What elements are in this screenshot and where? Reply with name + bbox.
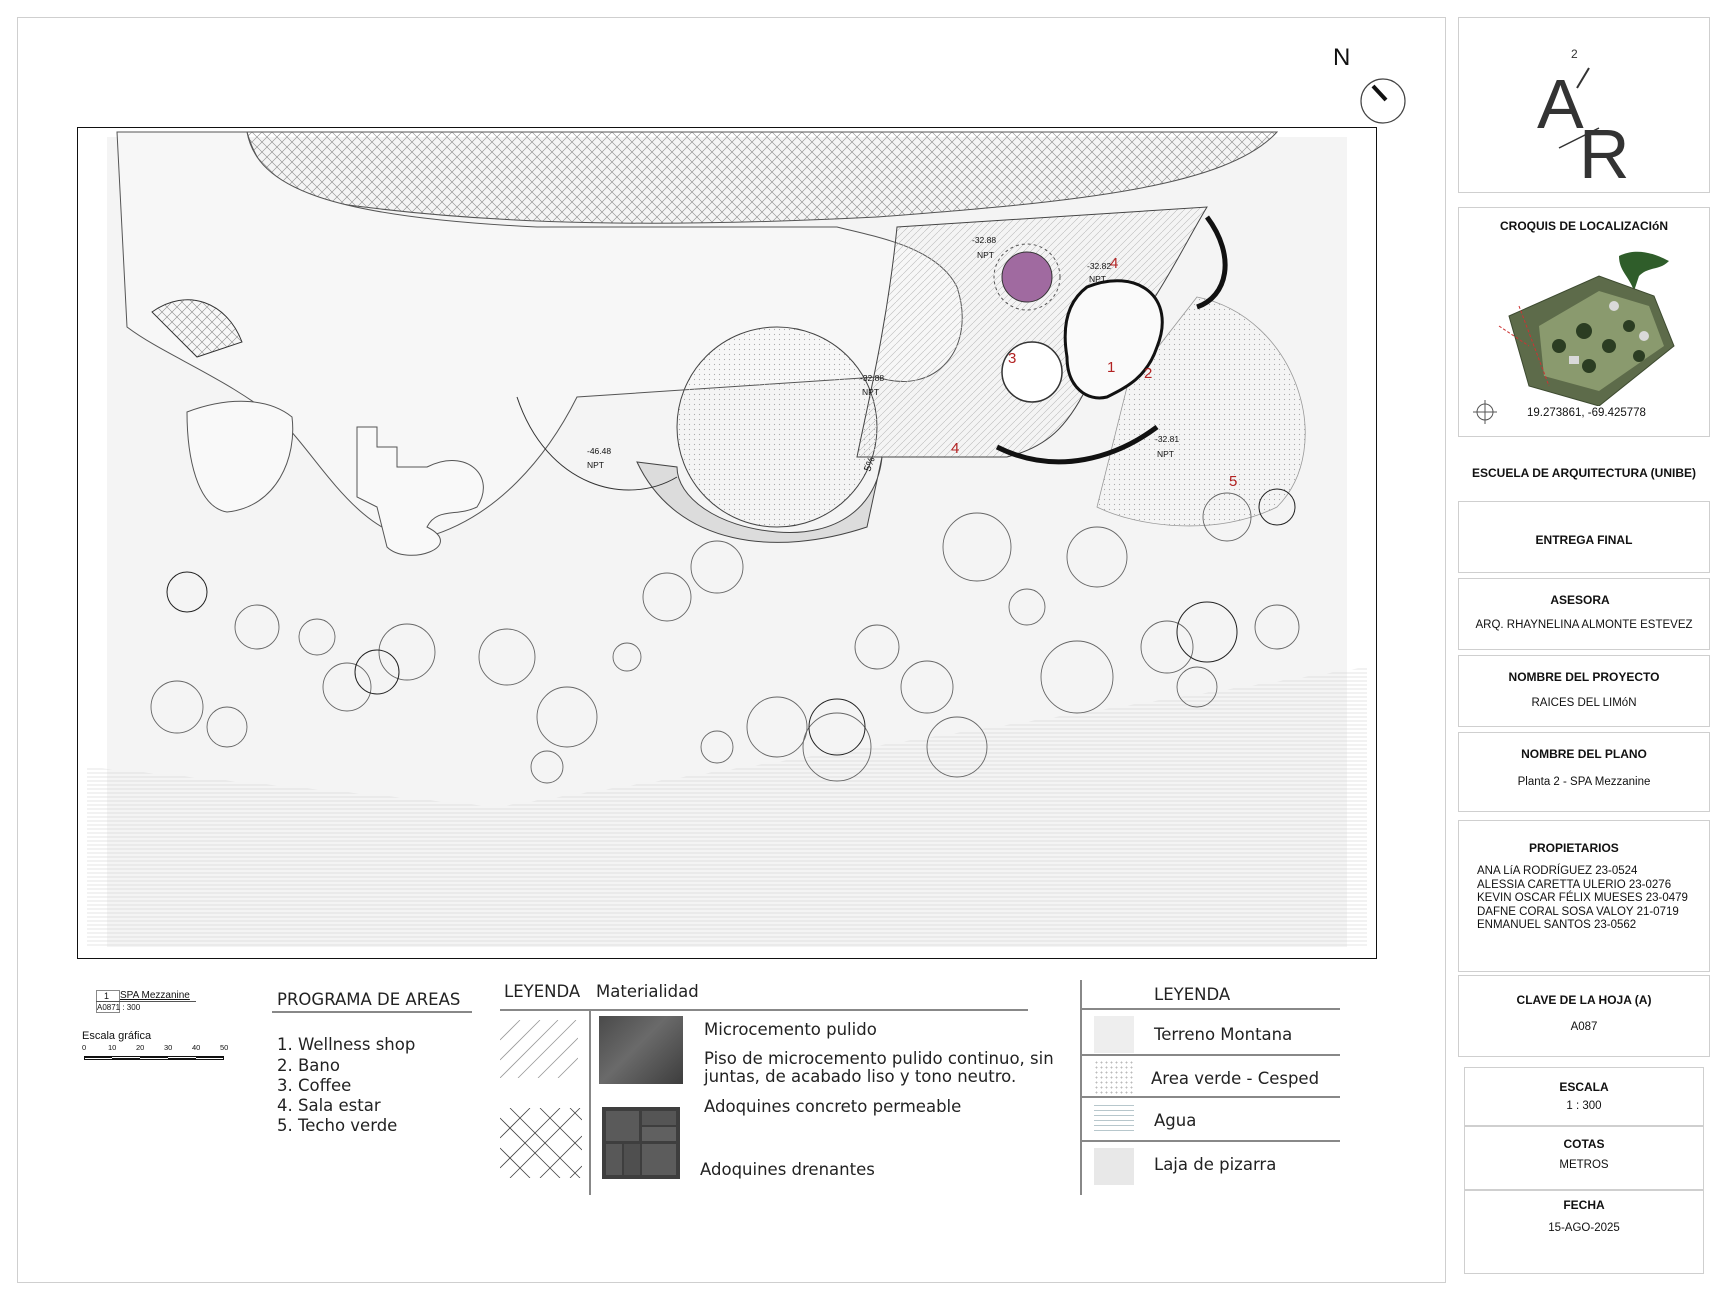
project-label: NOMBRE DEL PROYECTO [1508, 670, 1660, 684]
list-item: 1. Wellness shop [277, 1035, 416, 1054]
slope-label: 5% [862, 456, 877, 473]
legend-item: Agua [1154, 1111, 1197, 1130]
dimensions-value: METROS [1559, 1159, 1609, 1171]
scale-bar-title: Escala gráfica [82, 1030, 152, 1042]
terrain-legend-title: LEYENDA [1154, 985, 1231, 1004]
level-label: -32.88 [860, 373, 884, 383]
sheet-key-box: CLAVE DE LA HOJA (A) A087 [1458, 975, 1710, 1057]
material-legend-subtitle: Materialidad [596, 982, 699, 1001]
owners-label: PROPIETARIOS [1529, 841, 1619, 855]
owner-name: KEVIN OSCAR FÉLIX MUESES 23-0479 [1477, 892, 1688, 904]
area-number: 3 [1008, 350, 1016, 367]
level-label: -32.88 [972, 235, 996, 245]
site-plan: -32.88 NPT -32.82 NPT -32.88 NPT -46.48 … [76, 126, 1378, 960]
paver-swatch [602, 1107, 680, 1179]
area-number: 1 [1107, 359, 1115, 376]
programa-title: PROGRAMA DE AREAS [277, 990, 461, 1009]
terrain-swatch [1094, 1016, 1134, 1053]
material-2-desc: Adoquines drenantes [700, 1160, 875, 1179]
sheet-ref-number: 1 [104, 991, 110, 1001]
advisor-label: ASESORA [1550, 593, 1610, 607]
north-label: N [1333, 44, 1351, 71]
project-name: RAICES DEL LIMóN [1531, 697, 1637, 709]
material-2-title: Adoquines concreto permeable [704, 1097, 962, 1116]
level-label: -46.48 [587, 446, 611, 456]
sheet-key-label: CLAVE DE LA HOJA (A) [1516, 993, 1652, 1007]
sheet-ref-name: SPA Mezzanine [120, 990, 190, 1001]
owner-name: ENMANUEL SANTOS 23-0562 [1477, 919, 1637, 931]
npt-label: NPT [1157, 449, 1174, 459]
material-1-desc: juntas, de acabado liso y tono neutro. [704, 1067, 1017, 1086]
date-label: FECHA [1563, 1198, 1605, 1212]
area-number: 4 [951, 440, 959, 457]
scale-label: ESCALA [1559, 1080, 1609, 1094]
north-arrow-icon [1360, 78, 1406, 124]
logo-box: 2 A R [1458, 17, 1710, 193]
plan-name-box: NOMBRE DEL PLANO Planta 2 - SPA Mezzanin… [1458, 732, 1710, 812]
sheet-reference: 1 SPA Mezzanine A0871 : 300 [96, 990, 206, 1014]
crosshair-icon [1473, 400, 1497, 424]
material-1-title: Microcemento pulido [704, 1020, 877, 1039]
level-label: -32.82 [1087, 261, 1111, 271]
plan-name: Planta 2 - SPA Mezzanine [1517, 776, 1651, 788]
list-item: 5. Techo verde [277, 1116, 398, 1135]
microcement-swatch [599, 1016, 683, 1084]
level-label: -32.81 [1155, 434, 1179, 444]
svg-text:2: 2 [1571, 47, 1578, 61]
legend-item: Area verde - Cesped [1151, 1069, 1320, 1088]
location-box: CROQUIS DE LOCALIZACIóN 19.273861, -69.4… [1458, 207, 1710, 437]
water-swatch [1094, 1102, 1134, 1135]
logo-icon: 2 A R [1537, 47, 1630, 193]
location-map [1498, 251, 1675, 406]
project-box: NOMBRE DEL PROYECTO RAICES DEL LIMóN [1458, 655, 1710, 727]
area-number: 2 [1144, 365, 1152, 382]
list-item: 4. Sala estar [277, 1096, 381, 1115]
advisor-name: ARQ. RHAYNELINA ALMONTE ESTEVEZ [1475, 619, 1693, 631]
list-item: 2. Bano [277, 1056, 340, 1075]
drawing-sheet-frame [17, 17, 1446, 1283]
npt-label: NPT [1089, 274, 1106, 284]
npt-label: NPT [862, 387, 879, 397]
material-1-desc: Piso de microcemento pulido continuo, si… [704, 1049, 1054, 1068]
advisor-box: ASESORA ARQ. RHAYNELINA ALMONTE ESTEVEZ [1458, 578, 1710, 650]
scale-bar: 0 10 20 30 40 50 [82, 1043, 232, 1069]
npt-label: NPT [977, 250, 994, 260]
material-legend-title: LEYENDA [504, 982, 581, 1001]
delivery-label: ENTREGA FINAL [1535, 533, 1633, 547]
legend-item: Laja de pizarra [1154, 1155, 1277, 1174]
owners-box: PROPIETARIOS ANA LíA RODRÍGUEZ 23-0524 A… [1458, 820, 1710, 972]
school-name: ESCUELA DE ARQUITECTURA (UNIBE) [1472, 466, 1696, 480]
plan-name-label: NOMBRE DEL PLANO [1521, 747, 1647, 761]
svg-text:R: R [1579, 115, 1630, 192]
diagonal-hatch-swatch [500, 1020, 578, 1078]
list-item: 3. Coffee [277, 1076, 352, 1095]
sheet-key: A087 [1570, 1021, 1598, 1033]
owner-name: DAFNE CORAL SOSA VALOY 21-0719 [1477, 905, 1679, 918]
npt-label: NPT [587, 460, 604, 470]
area-number: 5 [1229, 473, 1237, 490]
slate-swatch [1094, 1148, 1134, 1185]
site-plan-drawing: -32.88 NPT -32.82 NPT -32.88 NPT -46.48 … [76, 126, 1378, 960]
owner-name: ALESSIA CARETTA ULERIO 23-0276 [1477, 878, 1672, 891]
specs-box: ESCALA 1 : 300 COTAS METROS FECHA 15-AGO… [1464, 1067, 1704, 1274]
sheet-ref-code: A0871 : 300 [97, 1003, 141, 1012]
grass-swatch [1094, 1060, 1134, 1096]
owner-name: ANA LíA RODRÍGUEZ 23-0524 [1477, 865, 1638, 877]
date-value: 15-AGO-2025 [1548, 1222, 1620, 1234]
scale-value: 1 : 300 [1566, 1100, 1602, 1112]
dimensions-label: COTAS [1563, 1137, 1605, 1151]
location-coordinates: 19.273861, -69.425778 [1527, 407, 1646, 419]
legend-item: Terreno Montana [1154, 1025, 1293, 1044]
location-title: CROQUIS DE LOCALIZACIóN [1500, 219, 1668, 233]
delivery-box: ENTREGA FINAL [1458, 501, 1710, 573]
area-number: 4 [1110, 255, 1118, 272]
svg-text:A: A [1537, 65, 1584, 143]
crosshatch-swatch [500, 1108, 582, 1178]
programa-list: 1. Wellness shop 2. Bano 3. Coffee 4. Sa… [277, 1035, 415, 1135]
